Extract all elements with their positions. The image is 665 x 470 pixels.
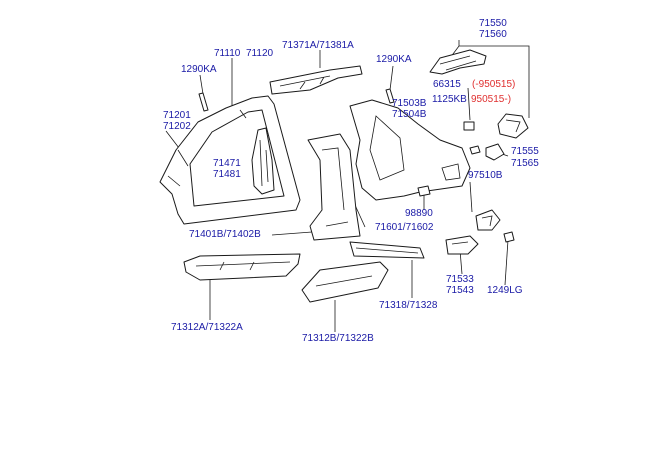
part-roof-rail [269, 65, 363, 95]
part-sill-front [183, 253, 301, 281]
bracket-small-a [469, 145, 481, 155]
part-quarter-panel [349, 99, 471, 201]
part-71533 [445, 235, 479, 255]
leader-lines [165, 40, 530, 332]
label-1125kb: 1125KB [432, 94, 467, 105]
screw-1249lg [503, 231, 515, 243]
label-71371a-71381a: 71371A/71381A [282, 40, 354, 51]
part-98890 [417, 185, 431, 197]
label-71312a-71322a: 71312A/71322A [171, 322, 243, 333]
label-71565: 71565 [511, 158, 539, 169]
label-71481: 71481 [213, 169, 241, 180]
label-71401b-71402b: 71401B/71402B [189, 229, 261, 240]
label-66315: 66315 [433, 79, 461, 90]
label-71543: 71543 [446, 285, 474, 296]
label-71471: 71471 [213, 158, 241, 169]
part-71550-bracket [497, 113, 529, 139]
bracket-71555 [485, 143, 505, 161]
label-71312b-71322b: 71312B/71322B [302, 333, 374, 344]
bolt-1125kb [463, 121, 475, 131]
label-71503b: 71503B [392, 98, 427, 109]
part-71550-panel [429, 49, 487, 75]
label-71504b: 71504B [392, 109, 427, 120]
part-sill-rear [301, 261, 389, 303]
part-97510b [475, 209, 501, 231]
label-1249lg: 1249LG [487, 285, 523, 296]
label-71533: 71533 [446, 274, 474, 285]
clip-1290ka-right [385, 88, 395, 104]
label-71560: 71560 [479, 29, 507, 40]
part-b-pillar [307, 133, 361, 241]
label-66315-note: (-950515) [472, 79, 516, 90]
label-71550: 71550 [479, 18, 507, 29]
label-1290ka-right: 1290KA [376, 54, 412, 65]
label-71202: 71202 [163, 121, 191, 132]
part-side-sill-inner [349, 241, 425, 259]
label-71110: 71110 [214, 48, 241, 59]
label-71601-71602: 71601/71602 [375, 222, 434, 233]
label-71318-71328: 71318/71328 [379, 300, 438, 311]
part-b-pillar-inner [251, 127, 275, 195]
clip-1290ka-left [198, 92, 209, 112]
label-71120: 71120 [246, 48, 274, 59]
label-1125kb-note: 950515-) [471, 94, 512, 105]
label-98890: 98890 [405, 208, 433, 219]
label-71555: 71555 [511, 146, 539, 157]
label-97510b: 97510B [468, 170, 503, 181]
label-71201: 71201 [163, 110, 191, 121]
label-1290ka-left: 1290KA [181, 64, 217, 75]
